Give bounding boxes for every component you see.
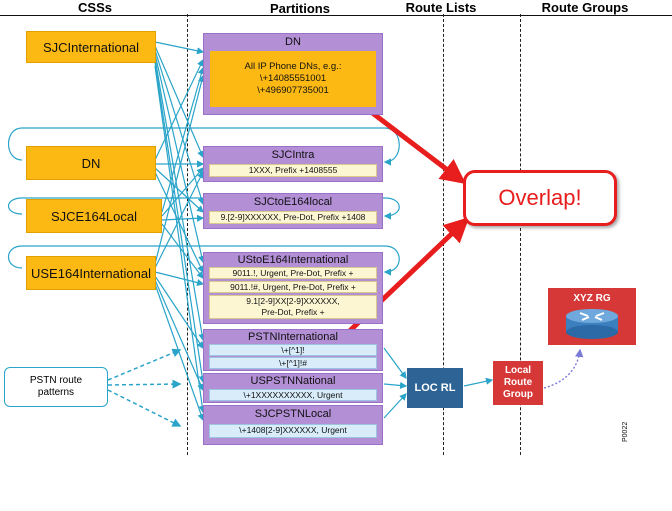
partition-sjctoe164local[interactable]: SJCtoE164local 9.[2-9]XXXXXX, Pre-Dot, P… <box>203 193 383 229</box>
partition-entry: \+[^1]!# <box>209 357 377 369</box>
partition-entry: \+[^1]! <box>209 344 377 356</box>
pstn-route-patterns[interactable]: PSTN route patterns <box>4 367 108 407</box>
dn-entry: \+14085551001 <box>259 73 327 84</box>
router-icon <box>566 309 618 339</box>
partition-pstninternational[interactable]: PSTNInternational \+[^1]! \+[^1]!# <box>203 329 383 371</box>
partition-entry-line: Pre-Dot, Prefix + <box>261 307 325 317</box>
header-route-lists: Route Lists <box>405 0 477 15</box>
dn-entry-caption: All IP Phone DNs, e.g.: <box>244 61 342 72</box>
header-css: CSSs <box>78 0 112 15</box>
partition-dn-title: DN <box>285 36 301 48</box>
dn-entry: \+496907735001 <box>257 85 329 96</box>
css-sjcinternational[interactable]: SJCInternational <box>26 31 156 63</box>
pstn-route-patterns-line: patterns <box>37 387 75 398</box>
partition-sjcintra-title: SJCIntra <box>271 149 315 161</box>
partition-pstninternational-title: PSTNInternational <box>248 331 338 343</box>
local-route-group-line: Route <box>503 377 533 388</box>
partition-sjctoe164local-title: SJCtoE164local <box>253 196 333 208</box>
header-underline <box>0 15 672 16</box>
figure-code: P0022 <box>622 421 629 442</box>
local-route-group[interactable]: Local Route Group <box>493 361 543 405</box>
local-route-group-line: Group <box>503 389 533 400</box>
partition-sjcintra[interactable]: SJCIntra 1XXX, Prefix +1408555 <box>203 146 383 182</box>
header-partitions: Partitions <box>270 1 330 16</box>
partition-uspstnnational-title: USPSTNNational <box>250 375 336 387</box>
partition-entry: \+1408[2-9]XXXXXX, Urgent <box>209 424 377 438</box>
divider-routelists-routegroups <box>520 14 521 455</box>
partition-entry: 1XXX, Prefix +1408555 <box>209 164 377 177</box>
css-sjce164local[interactable]: SJCE164Local <box>26 199 162 233</box>
route-group-xyz-title: XYZ RG <box>573 293 611 304</box>
local-route-group-line: Local <box>504 365 532 376</box>
header-route-groups: Route Groups <box>541 0 629 15</box>
partition-dn[interactable]: DN All IP Phone DNs, e.g.: \+14085551001… <box>203 33 383 115</box>
partition-entry: 9.1[2-9]XX[2-9]XXXXXX, Pre-Dot, Prefix + <box>209 295 377 319</box>
route-list-loc-rl[interactable]: LOC RL <box>407 368 463 408</box>
partition-ustoe164international-title: UStoE164International <box>237 254 349 266</box>
partition-entry-line: 9.1[2-9]XX[2-9]XXXXXX, <box>246 296 340 306</box>
css-use164international[interactable]: USE164International <box>26 256 156 290</box>
partition-ustoe164international[interactable]: UStoE164International 9011.!, Urgent, Pr… <box>203 252 383 324</box>
partition-sjcpstnlocal[interactable]: SJCPSTNLocal \+1408[2-9]XXXXXX, Urgent <box>203 405 383 445</box>
partition-entry: \+1XXXXXXXXXX, Urgent <box>209 389 377 401</box>
overlap-callout: Overlap! <box>463 170 617 226</box>
route-group-xyz[interactable]: XYZ RG <box>548 288 636 345</box>
divider-css-partitions <box>187 14 188 455</box>
partition-entry: 9011.!#, Urgent, Pre-Dot, Prefix + <box>209 281 377 293</box>
pstn-route-patterns-line: PSTN route <box>29 375 83 386</box>
css-dn[interactable]: DN <box>26 146 156 180</box>
partition-dn-entries: All IP Phone DNs, e.g.: \+14085551001 \+… <box>210 51 376 107</box>
partition-entry: 9011.!, Urgent, Pre-Dot, Prefix + <box>209 267 377 279</box>
partition-uspstnnational[interactable]: USPSTNNational \+1XXXXXXXXXX, Urgent <box>203 373 383 403</box>
partition-sjcpstnlocal-title: SJCPSTNLocal <box>254 408 332 420</box>
partition-entry: 9.[2-9]XXXXXX, Pre-Dot, Prefix +1408 <box>209 211 377 224</box>
